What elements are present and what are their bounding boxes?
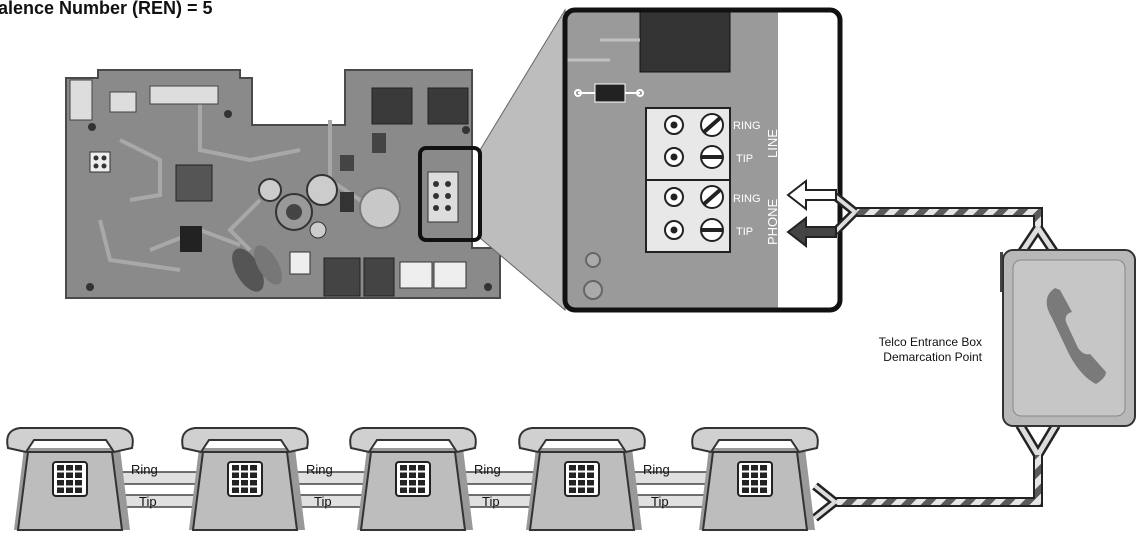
tip-wire-label: Tip [482, 494, 500, 509]
entrance-box-label-line1: Telco Entrance Box [879, 335, 982, 349]
ring-wire-label: Ring [131, 462, 158, 477]
telephone-icon [6, 427, 134, 531]
chip [175, 164, 213, 202]
magnified-panel: RING TIP RING TIP LINE PHONE [562, 7, 843, 313]
tip-wire-label: Tip [651, 494, 669, 509]
telephone-icon [349, 427, 477, 531]
phone-handset-icon [1046, 288, 1106, 384]
ring-wire-label: Ring [474, 462, 501, 477]
phone-line-wiring [812, 192, 1061, 522]
tip-arrow-icon [786, 215, 837, 249]
entrance-box-label-line2: Demarcation Point [883, 350, 982, 364]
phone-ring-label: RING [733, 193, 761, 205]
phone-terminal-arrows [786, 178, 837, 249]
circuit-board [65, 69, 501, 299]
zoom-callout [418, 8, 566, 312]
line-tip-label: TIP [736, 153, 753, 165]
tip-wire-label: Tip [314, 494, 332, 509]
ring-arrow-icon [786, 178, 837, 212]
diagram-title: alence Number (REN) = 5 [0, 0, 213, 18]
ring-wire-label: Ring [643, 462, 670, 477]
telephone-icon [518, 427, 646, 531]
telephone-icon [181, 427, 309, 531]
phone-terminal-block [645, 179, 731, 253]
telco-entrance-box [1000, 249, 1136, 427]
line-label: LINE [765, 129, 780, 158]
ring-wire-label: Ring [306, 462, 333, 477]
phone-tip-label: TIP [736, 226, 753, 238]
line-ring-label: RING [733, 120, 761, 132]
line-terminal-block [645, 107, 731, 181]
telephone-icon [691, 427, 819, 531]
zoom-highlight-frame [418, 146, 482, 242]
tip-wire-label: Tip [139, 494, 157, 509]
phone-label: PHONE [765, 198, 780, 245]
